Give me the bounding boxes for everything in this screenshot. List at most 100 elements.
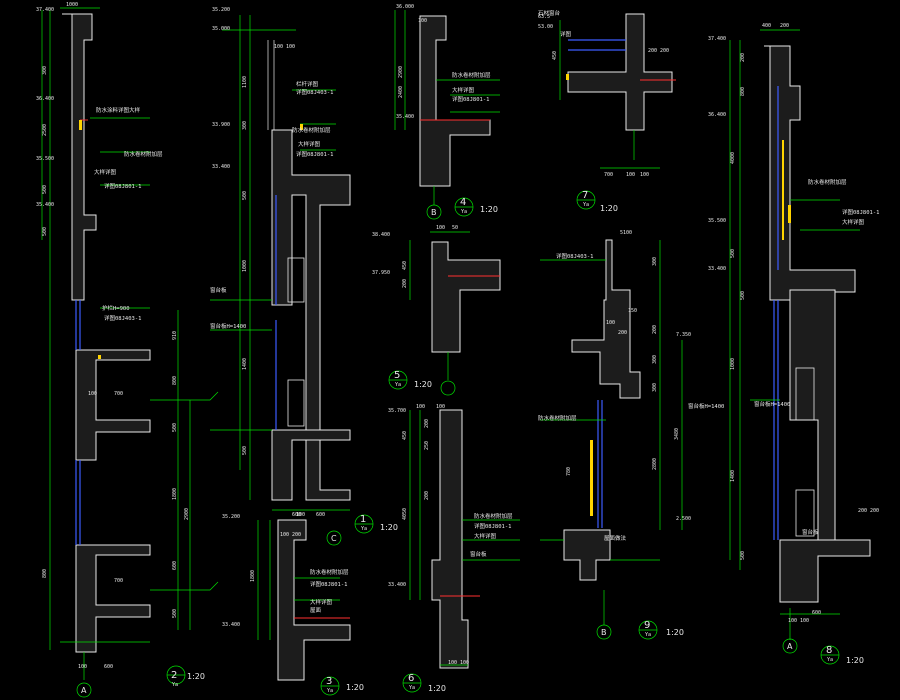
d4-sheet-ref: Ya xyxy=(461,209,467,215)
d7-dimension-0: 200 xyxy=(648,48,657,54)
d2-scale: 1:20 xyxy=(187,672,205,681)
d2-dimension-17: 100 xyxy=(78,664,87,670)
d8-note-2: 大样详图 xyxy=(842,218,865,226)
d9-axis-label: B xyxy=(601,628,607,637)
d1-note-5: 窗台板 xyxy=(210,286,227,294)
d4-dimension-0: 100 xyxy=(418,18,427,24)
d2-axis-label: A xyxy=(81,686,87,695)
d2-dimension-7: 500 xyxy=(172,423,178,432)
d8-dimension-3: 800 xyxy=(740,87,746,96)
d9-level-0: 7.350 xyxy=(676,332,691,338)
d3-note-2: 大样详图 xyxy=(310,598,333,606)
d1-dimension-1: 100 xyxy=(286,44,295,50)
d9-note-0: 详图08J403-1 xyxy=(556,252,594,260)
d7-dimension-4: 100 xyxy=(626,172,635,178)
d8-level-1: 36.400 xyxy=(708,112,726,118)
d6-level-1: 33.400 xyxy=(388,582,406,588)
d2-dimension-14: 700 xyxy=(114,578,123,584)
detail-7 xyxy=(559,13,676,210)
detail-5 xyxy=(388,231,501,396)
d2-dimension-4: 500 xyxy=(42,227,48,236)
d6-dimension-0: 100 xyxy=(416,404,425,410)
d8-sheet-ref: Ya xyxy=(827,657,833,663)
d9-dimension-2: 100 xyxy=(606,320,615,326)
d4-note-0: 防水卷材附加层 xyxy=(452,71,491,79)
d1-dimension-5: 500 xyxy=(242,191,248,200)
d3-detail-number: 3 xyxy=(326,676,332,687)
d8-dimension-10: 200 xyxy=(858,508,867,514)
d8-dimension-9: 500 xyxy=(740,551,746,560)
d1-note-0: 栏杆详图 xyxy=(296,80,319,88)
d2-dimension-10: 800 xyxy=(42,569,48,578)
d6-dimension-8: 100 xyxy=(460,660,469,666)
d2-dimension-5: 910 xyxy=(172,331,178,340)
d1-level-1: 35.000 xyxy=(212,26,230,32)
d9-note-2: 窗台板H=1400 xyxy=(688,402,724,410)
d2-note-3: 详图08J801-1 xyxy=(104,182,142,190)
d7-scale: 1:20 xyxy=(600,204,618,213)
d9-dimension-3: 200 xyxy=(618,330,627,336)
d8-dimension-2: 200 xyxy=(740,53,746,62)
d6-dimension-6: 200 xyxy=(424,491,430,500)
d9-dimension-4: 200 xyxy=(652,325,658,334)
d3-dimension-0: 1800 xyxy=(250,570,256,582)
d7-level-1: 53.00 xyxy=(538,24,553,30)
d9-sheet-ref: Ya xyxy=(645,632,651,638)
d6-level-0: 35.700 xyxy=(388,408,406,414)
d7-dimension-2: 450 xyxy=(552,51,558,60)
d1-dimension-4: 600 xyxy=(292,512,301,518)
d9-dimension-8: 780 xyxy=(566,467,572,476)
detail-9 xyxy=(540,239,683,640)
d9-note-1: 屋面做法 xyxy=(604,534,627,542)
d3-note-0: 防水卷材附加层 xyxy=(310,568,349,576)
d8-dimension-5: 500 xyxy=(730,249,736,258)
d6-note-1: 详图08J801-1 xyxy=(474,522,512,530)
d6-dimension-5: 4050 xyxy=(402,508,408,520)
d5-dimension-2: 450 xyxy=(402,261,408,270)
d9-dimension-10: 3480 xyxy=(674,428,680,440)
d2-note-2: 大样详图 xyxy=(94,168,117,176)
d9-note-3: 防水卷材附加层 xyxy=(538,414,577,422)
d8-dimension-1: 200 xyxy=(780,23,789,29)
d2-dimension-9: 2900 xyxy=(184,508,190,520)
d1-sheet-ref: Ya xyxy=(361,526,367,532)
d1-dimension-9: 600 xyxy=(316,512,325,518)
d1-note-4: 详图08J801-1 xyxy=(296,150,334,158)
d6-note-0: 防水卷材附加层 xyxy=(474,512,513,520)
d1-dimension-3: 300 xyxy=(242,121,248,130)
d5-level-0: 38.400 xyxy=(372,232,390,238)
d3-dimension-1: 100 xyxy=(280,532,289,538)
d1-dimension-2: 1100 xyxy=(242,76,248,88)
d7-dimension-5: 100 xyxy=(640,172,649,178)
detail-3 xyxy=(257,519,351,696)
d2-dimension-3: 500 xyxy=(42,185,48,194)
d3-dimension-2: 200 xyxy=(292,532,301,538)
detail-4 xyxy=(394,10,500,220)
d6-note-3: 窗台板 xyxy=(470,550,487,558)
d6-note-2: 大样详图 xyxy=(474,532,497,540)
d6-dimension-4: 250 xyxy=(424,441,430,450)
d2-sheet-ref: Ya xyxy=(172,682,178,688)
detail-2 xyxy=(41,7,219,698)
d8-dimension-7: 1000 xyxy=(730,358,736,370)
d7-level-0: 63.5 xyxy=(538,14,550,20)
d1-note-2: 防水卷材附加层 xyxy=(292,126,331,134)
d6-detail-number: 6 xyxy=(408,673,414,684)
d2-note-4: 护栏H=900 xyxy=(102,304,130,312)
d6-sheet-ref: Ya xyxy=(409,685,415,691)
d3-note-3: 屋面 xyxy=(310,607,322,614)
d8-dimension-4: 4000 xyxy=(730,152,736,164)
d2-dimension-16: 600 xyxy=(104,664,113,670)
d7-dimension-1: 200 xyxy=(660,48,669,54)
d8-dimension-12: 100 xyxy=(788,618,797,624)
d8-dimension-0: 400 xyxy=(762,23,771,29)
d5-detail-number: 5 xyxy=(394,370,400,381)
d1-dimension-6: 1000 xyxy=(242,260,248,272)
d7-note-1: 详图 xyxy=(560,30,572,38)
d3-level-0: 35.200 xyxy=(222,514,240,520)
d2-dimension-1: 300 xyxy=(42,66,48,75)
d9-scale: 1:20 xyxy=(666,628,684,637)
d8-dimension-8: 1400 xyxy=(730,470,736,482)
d7-sheet-ref: Ya xyxy=(583,202,589,208)
d8-level-3: 33.400 xyxy=(708,266,726,272)
